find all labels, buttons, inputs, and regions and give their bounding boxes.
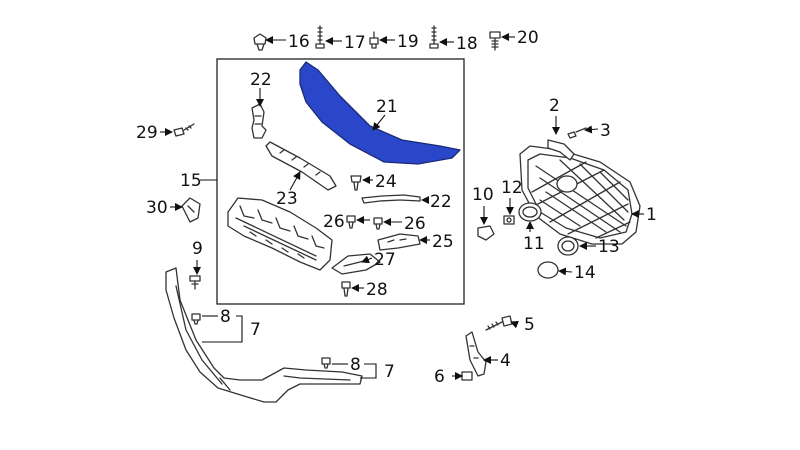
callout-29: 29 xyxy=(136,123,158,143)
callout-21: 21 xyxy=(376,97,398,117)
callout-28: 28 xyxy=(366,280,388,300)
clip-12[interactable] xyxy=(503,215,515,225)
callout-8-left: 8 xyxy=(220,307,231,327)
bracket-30[interactable] xyxy=(181,197,201,223)
strip-23[interactable] xyxy=(265,141,337,191)
stud-18[interactable] xyxy=(429,25,439,49)
callout-13: 13 xyxy=(598,237,620,257)
callout-14: 14 xyxy=(574,263,596,283)
cover-14[interactable] xyxy=(537,261,559,279)
bracket-25[interactable] xyxy=(377,233,421,251)
clip-6[interactable] xyxy=(461,371,473,381)
callout-22-top: 22 xyxy=(250,70,272,90)
clip-19[interactable] xyxy=(369,31,379,49)
clip-26b[interactable] xyxy=(373,217,383,230)
grille-1[interactable] xyxy=(519,145,641,245)
callout-7-right: 7 xyxy=(384,362,395,382)
stud-17[interactable] xyxy=(315,25,325,49)
callout-26-left: 26 xyxy=(323,212,345,232)
panel-15[interactable] xyxy=(227,197,333,271)
callout-12: 12 xyxy=(501,178,523,198)
callout-15: 15 xyxy=(180,171,202,191)
clip-28[interactable] xyxy=(341,281,351,297)
callout-2: 2 xyxy=(549,96,560,116)
strip-22[interactable] xyxy=(361,194,421,204)
callout-22-right: 22 xyxy=(430,192,452,212)
callout-7-left: 7 xyxy=(250,320,261,340)
callout-labels: 16 17 19 18 20 21 22 23 24 22 26 26 25 2… xyxy=(136,28,657,387)
lower-bar-7[interactable] xyxy=(165,267,363,403)
callout-4: 4 xyxy=(500,351,511,371)
callout-3: 3 xyxy=(600,121,611,141)
callout-25: 25 xyxy=(432,232,454,252)
callout-10: 10 xyxy=(472,185,494,205)
leader-lines xyxy=(160,33,644,380)
callout-19: 19 xyxy=(397,32,419,52)
emblem-11[interactable] xyxy=(518,202,542,222)
callout-6: 6 xyxy=(434,367,445,387)
screw-3[interactable] xyxy=(567,127,587,139)
screw-29[interactable] xyxy=(173,123,195,137)
callout-24: 24 xyxy=(375,172,397,192)
clip-16[interactable] xyxy=(253,33,267,51)
callout-20: 20 xyxy=(517,28,539,48)
callout-5: 5 xyxy=(524,315,535,335)
callout-17: 17 xyxy=(344,33,366,53)
clip-26a[interactable] xyxy=(346,215,356,229)
clip-24[interactable] xyxy=(350,175,362,191)
bracket-4[interactable] xyxy=(465,331,487,377)
clip-10[interactable] xyxy=(477,225,495,241)
callout-1: 1 xyxy=(646,205,657,225)
upper-molding-21[interactable] xyxy=(299,61,461,165)
bolt-20[interactable] xyxy=(489,31,501,51)
callout-23: 23 xyxy=(276,189,298,209)
clip-8b[interactable] xyxy=(321,357,331,369)
callout-26-right: 26 xyxy=(404,214,426,234)
callout-11: 11 xyxy=(523,234,545,254)
bracket-22[interactable] xyxy=(251,103,267,139)
callout-27: 27 xyxy=(374,250,396,270)
assembly-box xyxy=(216,58,465,305)
bolt-5[interactable] xyxy=(485,315,513,331)
bracket-2[interactable] xyxy=(547,139,575,161)
callout-30: 30 xyxy=(146,198,168,218)
callout-18: 18 xyxy=(456,34,478,54)
clip-8a[interactable] xyxy=(191,313,201,325)
callout-16: 16 xyxy=(288,32,310,52)
bolt-9[interactable] xyxy=(189,275,201,290)
ring-13[interactable] xyxy=(557,236,579,256)
callout-8-right: 8 xyxy=(350,355,361,375)
deflector-27[interactable] xyxy=(331,253,381,275)
callout-9: 9 xyxy=(192,239,203,259)
